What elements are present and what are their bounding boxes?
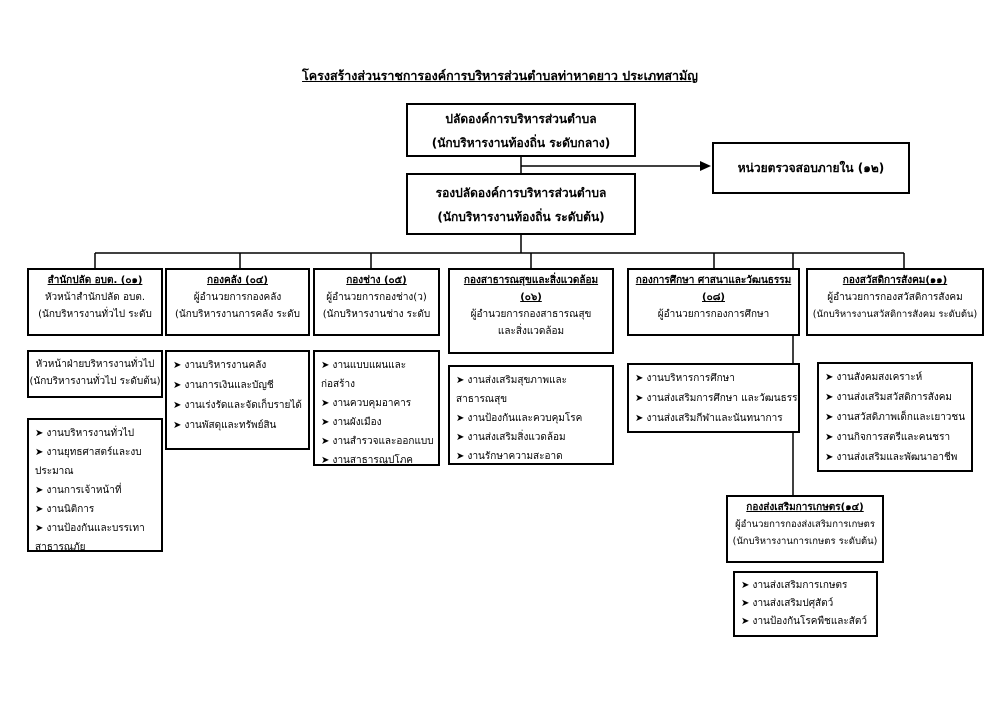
dept-education-tasks: ➤ งานบริหารการศึกษา ➤ งานส่งเสริมการศึกษ… xyxy=(627,363,800,433)
dept-works-header: กองช่าง (๐๕) ผู้อำนวยการกองช่าง(ว) (นักบ… xyxy=(313,268,440,336)
task-item: ➤ งานนิติการ xyxy=(35,504,95,515)
dept-head-level: (นักบริหารงานการคลัง ระดับ xyxy=(175,309,300,320)
dept-head-level: (นักบริหารงานทั่วไป ระดับ xyxy=(38,309,152,320)
task-item: ➤ งานส่งเสริมสุขภาพและสาธารณสุข xyxy=(456,375,568,405)
task-item: ➤ งานสวัสดิภาพเด็กและเยาวชน xyxy=(825,412,966,423)
task-item: ➤ งานส่งเสริมปศุสัตว์ xyxy=(741,598,834,609)
task-item: ➤ งานบริหารงานทั่วไป xyxy=(35,428,135,439)
dept-name: กองสาธารณสุขและสิ่งแวดล้อม (๐๖) xyxy=(463,275,599,303)
dept-health-tasks: ➤ งานส่งเสริมสุขภาพและสาธารณสุข ➤ งานป้อ… xyxy=(448,365,614,465)
dept-finance-header: กองคลัง (๐๔) ผู้อำนวยการกองคลัง (นักบริห… xyxy=(165,268,310,336)
task-item: ➤ งานส่งเสริมกีฬาและนันทนาการ xyxy=(635,413,783,424)
task-item: ➤ งานส่งเสริมสิ่งแวดล้อม xyxy=(456,432,566,443)
dept-head-level: (นักบริหารงานสวัสดิการสังคม ระดับต้น) xyxy=(812,309,978,320)
dept-head-title: หัวหน้าสำนักปลัด อบต. xyxy=(44,292,146,303)
dept-office-tasks: ➤ งานบริหารงานทั่วไป ➤ งานยุทธศาสตร์และง… xyxy=(27,418,163,552)
task-item: ➤ งานควบคุมอาคาร xyxy=(321,398,412,409)
sub-head-title: หัวหน้าฝ่ายบริหารงานทั่วไป xyxy=(35,359,155,370)
task-item: ➤ งานแบบแผนและก่อสร้าง xyxy=(321,360,407,390)
dept-head-level: และสิ่งแวดล้อม xyxy=(497,326,565,337)
dept-agriculture-tasks: ➤ งานส่งเสริมการเกษตร ➤ งานส่งเสริมปศุสั… xyxy=(733,571,878,637)
dept-office-sub-box: หัวหน้าฝ่ายบริหารงานทั่วไป (นักบริหารงาน… xyxy=(27,350,163,398)
task-item: ➤ งานบริหารการศึกษา xyxy=(635,373,735,384)
dept-welfare-header: กองสวัสดิการสังคม(๑๑) ผู้อำนวยการกองสวัส… xyxy=(806,268,984,336)
chief-title: ปลัดองค์การบริหารส่วนตำบล xyxy=(445,112,597,126)
task-item: ➤ งานป้องกันและบรรเทาสาธารณภัย xyxy=(35,523,145,552)
dept-name: กองส่งเสริมการเกษตร(๑๔) xyxy=(746,502,864,513)
dept-agriculture-header: กองส่งเสริมการเกษตร(๑๔) ผู้อำนวยการกองส่… xyxy=(726,495,884,563)
task-item: ➤ งานรักษาความสะอาด xyxy=(456,451,563,462)
task-item: ➤ งานการเงินและบัญชี xyxy=(173,380,274,391)
task-item: ➤ งานกิจการสตรีและคนชรา xyxy=(825,432,951,443)
task-item: ➤ งานบริหารงานคลัง xyxy=(173,360,267,371)
dept-health-header: กองสาธารณสุขและสิ่งแวดล้อม (๐๖) ผู้อำนวย… xyxy=(448,268,614,354)
audit-title: หน่วยตรวจสอบภายใน (๑๒) xyxy=(737,161,885,175)
task-item: ➤ งานเร่งรัดและจัดเก็บรายได้ xyxy=(173,400,302,411)
deputy-box: รองปลัดองค์การบริหารส่วนตำบล (นักบริหารง… xyxy=(406,173,636,235)
dept-finance-tasks: ➤ งานบริหารงานคลัง ➤ งานการเงินและบัญชี … xyxy=(165,350,310,450)
dept-head-title: ผู้อำนวยการกองการศึกษา xyxy=(657,309,770,320)
task-item: ➤ งานผังเมือง xyxy=(321,417,382,428)
dept-head-title: ผู้อำนวยการกองคลัง xyxy=(193,292,282,303)
page-title: โครงสร้างส่วนราชการองค์การบริหารส่วนตำบล… xyxy=(302,68,698,83)
task-item: ➤ งานส่งเสริมการศึกษา และวัฒนธรรม xyxy=(635,393,800,404)
task-item: ➤ งานสาธารณูปโภค xyxy=(321,455,413,466)
task-item: ➤ งานส่งเสริมและพัฒนาอาชีพ xyxy=(825,452,958,463)
dept-name: กองการศึกษา ศาสนาและวัฒนธรรม (๐๘) xyxy=(635,275,792,303)
task-item: ➤ งานส่งเสริมสวัสดิการสังคม xyxy=(825,392,952,403)
deputy-title: รองปลัดองค์การบริหารส่วนตำบล xyxy=(435,186,607,200)
dept-name: กองช่าง (๐๕) xyxy=(346,275,407,286)
dept-office-header: สำนักปลัด อบต. (๐๑) หัวหน้าสำนักปลัด อบต… xyxy=(27,268,163,336)
dept-head-title: ผู้อำนวยการกองสวัสดิการสังคม xyxy=(827,292,963,303)
task-item: ➤ งานส่งเสริมการเกษตร xyxy=(741,580,848,591)
chief-box: ปลัดองค์การบริหารส่วนตำบล (นักบริหารงานท… xyxy=(406,103,636,157)
arrowhead-icon xyxy=(700,161,711,171)
dept-welfare-tasks: ➤ งานสังคมสงเคราะห์ ➤ งานส่งเสริมสวัสดิก… xyxy=(817,362,973,472)
deputy-level: (นักบริหารงานท้องถิ่น ระดับต้น) xyxy=(437,210,605,224)
dept-name: สำนักปลัด อบต. (๐๑) xyxy=(47,275,143,286)
dept-head-title: ผู้อำนวยการกองช่าง(ว) xyxy=(326,292,427,303)
task-item: ➤ งานสำรวจและออกแบบ xyxy=(321,436,434,447)
dept-name: กองคลัง (๐๔) xyxy=(207,275,268,286)
dept-name: กองสวัสดิการสังคม(๑๑) xyxy=(842,275,948,286)
dept-head-title: ผู้อำนวยการกองสาธารณสุข xyxy=(470,309,592,320)
dept-head-level: (นักบริหารงานช่าง ระดับ xyxy=(322,309,431,320)
dept-head-title: ผู้อำนวยการกองส่งเสริมการเกษตร xyxy=(735,519,875,530)
chief-level: (นักบริหารงานท้องถิ่น ระดับกลาง) xyxy=(431,136,611,150)
task-item: ➤ งานป้องกันโรคพืชและสัตว์ xyxy=(741,616,867,627)
sub-head-level: (นักบริหารงานทั่วไป ระดับต้น) xyxy=(29,376,161,387)
dept-works-tasks: ➤ งานแบบแผนและก่อสร้าง ➤ งานควบคุมอาคาร … xyxy=(313,350,440,466)
task-item: ➤ งานยุทธศาสตร์และงบประมาณ xyxy=(35,447,142,477)
dept-education-header: กองการศึกษา ศาสนาและวัฒนธรรม (๐๘) ผู้อำน… xyxy=(627,268,800,336)
task-item: ➤ งานพัสดุและทรัพย์สิน xyxy=(173,420,277,431)
task-item: ➤ งานป้องกันและควบคุมโรค xyxy=(456,413,583,424)
audit-box: หน่วยตรวจสอบภายใน (๑๒) xyxy=(712,142,910,194)
task-item: ➤ งานสังคมสงเคราะห์ xyxy=(825,372,923,383)
dept-head-level: (นักบริหารงานการเกษตร ระดับต้น) xyxy=(732,536,878,547)
task-item: ➤ งานการเจ้าหน้าที่ xyxy=(35,485,122,496)
